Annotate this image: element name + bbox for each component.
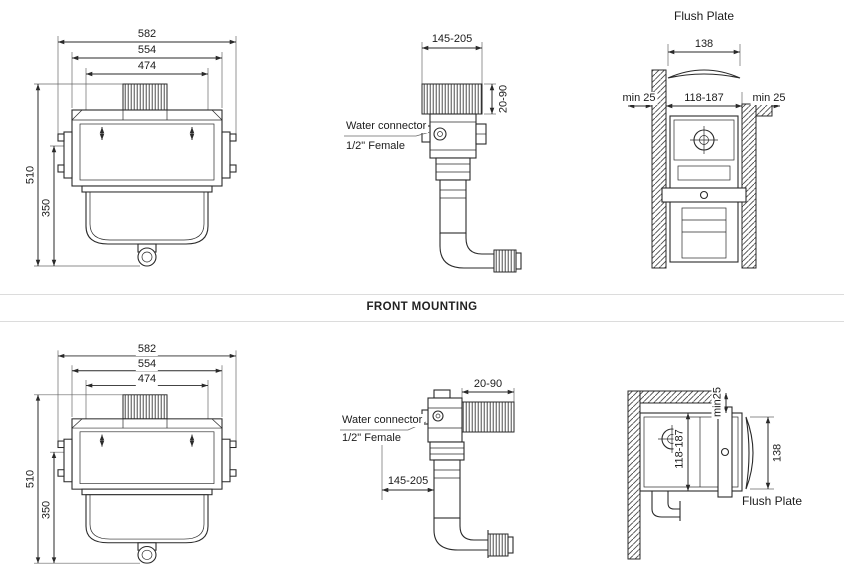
dim-depth-range: 145-205	[429, 33, 475, 46]
water-connector-label: Water connector	[340, 414, 425, 427]
top-wall-section-drawing: Flush Plate 138 min 25 118-187 min 25	[620, 8, 822, 276]
dim-adjust-range: 20-90	[497, 82, 511, 116]
dim-recess-range: 118-187	[682, 92, 726, 105]
body-and-pipe	[429, 441, 514, 558]
dim-width-outer: 582	[135, 28, 159, 41]
front-view-linework	[34, 350, 237, 564]
dim-width-body: 554	[135, 358, 159, 371]
dim-min-top: min25	[711, 385, 725, 419]
wall-section-linework	[628, 44, 780, 269]
flush-shaft	[461, 401, 515, 433]
dim-depth-range: 145-205	[385, 475, 431, 488]
cistern-body	[57, 83, 237, 267]
flush-plate-shape	[745, 416, 754, 490]
bottom-wall-section-drawing: min25 118-187 138 Flush Plate	[622, 385, 827, 565]
water-connector-label: Water connector	[344, 120, 429, 133]
cistern-section	[661, 115, 747, 263]
dim-width-body: 554	[135, 44, 159, 57]
wall-hatch	[627, 390, 725, 560]
dim-height-total: 510	[24, 163, 38, 187]
dim-height-tank: 350	[40, 196, 54, 220]
dim-plate-width: 138	[692, 38, 716, 51]
dim-width-outer: 582	[135, 343, 159, 356]
wall-hatch	[651, 69, 773, 269]
dim-plate-width: 138	[771, 441, 785, 465]
flush-shaft	[421, 83, 483, 115]
side-view-linework	[340, 388, 515, 558]
dim-adjust-range: 20-90	[471, 378, 505, 391]
flush-plate-title: Flush Plate	[671, 9, 737, 23]
dim-min-right: min 25	[750, 92, 788, 105]
side-view-linework	[344, 42, 522, 273]
bottom-side-view-drawing: 20-90 Water connector 1/2" Female 145-20…	[330, 378, 540, 566]
cistern-section	[639, 406, 743, 521]
section-divider-line-top	[0, 294, 844, 295]
front-view-linework	[34, 36, 237, 267]
dimension-lines	[685, 393, 774, 491]
dim-recess-range: 118-187	[673, 427, 687, 471]
dim-height-total: 510	[24, 467, 38, 491]
wall-section-linework	[627, 390, 774, 560]
dim-height-tank: 350	[40, 498, 54, 522]
section-title: FRONT MOUNTING	[366, 301, 478, 313]
top-side-view-drawing: 145-205 20-90 Water connector 1/2" Femal…	[330, 28, 535, 273]
bottom-front-view-drawing: 582 554 474 510 350	[24, 343, 238, 565]
section-divider-line-bottom	[0, 321, 844, 322]
water-connector-size: 1/2" Female	[344, 140, 407, 153]
flush-plate-shape	[667, 69, 741, 79]
water-connector-size: 1/2" Female	[340, 432, 403, 445]
dimension-lines	[421, 42, 496, 115]
top-front-view-drawing: 582 554 474 510 350	[24, 28, 238, 268]
inlet-valve	[340, 389, 463, 443]
body-and-pipe	[435, 157, 522, 273]
dim-width-inner: 474	[135, 60, 159, 73]
dim-width-inner: 474	[135, 373, 159, 386]
dim-min-left: min 25	[620, 92, 658, 105]
flush-plate-title: Flush Plate	[740, 494, 805, 508]
inlet-valve	[344, 113, 487, 159]
dimension-lines	[34, 36, 237, 267]
cistern-body	[57, 394, 237, 564]
